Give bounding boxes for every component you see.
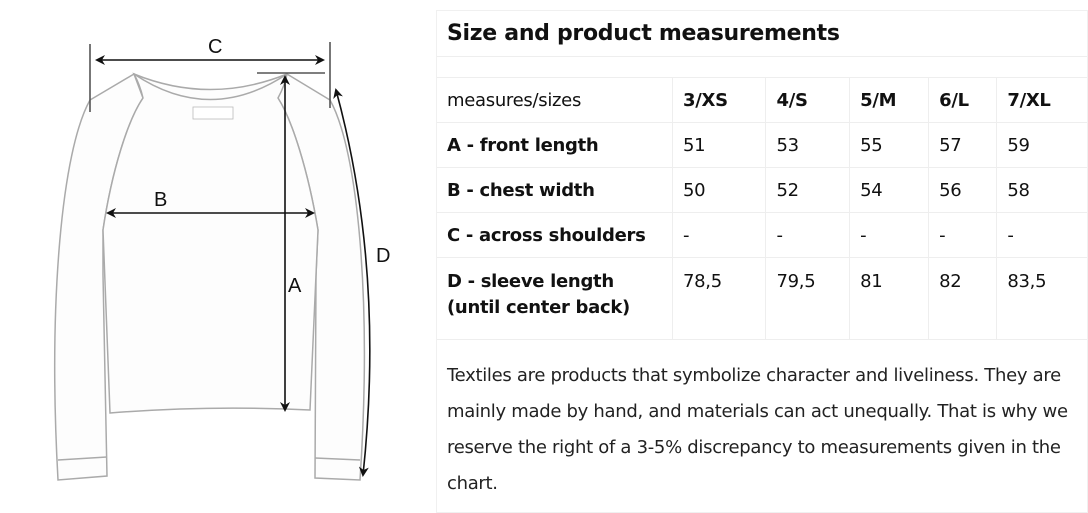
cell: 83,5 (996, 257, 1087, 340)
table-row: A - front length 51 53 55 57 59 (437, 122, 1087, 168)
cell: 56 (928, 167, 997, 213)
cell: 79,5 (765, 257, 850, 340)
table-row: D - sleeve length (until center back) 78,… (437, 257, 1087, 340)
size-header: 3/XS (671, 77, 766, 123)
page-title: Size and product measurements (437, 11, 1087, 57)
label-b: B (154, 189, 167, 211)
spacer-row (437, 57, 1087, 78)
cell: 52 (765, 167, 850, 213)
cell: 55 (849, 122, 929, 168)
row-label: B - chest width (437, 167, 673, 213)
label-a: A (288, 275, 302, 297)
sweater-diagram: C B A D (54, 36, 390, 481)
row-label-line: (until center back) (447, 297, 630, 318)
cell: 81 (849, 257, 929, 340)
arrow-d (333, 88, 371, 477)
cell: 53 (765, 122, 850, 168)
cell: 58 (996, 167, 1087, 213)
cell: - (928, 212, 997, 258)
row-label-line: D - sleeve length (447, 271, 614, 292)
table-header-row: measures/sizes 3/XS 4/S 5/M 6/L 7/XL (437, 77, 1087, 123)
cell: - (849, 212, 929, 258)
label-c: C (208, 36, 222, 58)
size-chart-panel: Size and product measurements measures/s… (436, 10, 1088, 513)
cell: 59 (996, 122, 1087, 168)
size-header: 5/M (849, 77, 929, 123)
table-row: C - across shoulders - - - - - (437, 212, 1087, 258)
label-d: D (376, 245, 390, 267)
cell: 57 (928, 122, 997, 168)
row-label: A - front length (437, 122, 673, 168)
sweater-outline (54, 72, 366, 481)
neck-label (192, 106, 234, 120)
cell: 82 (928, 257, 997, 340)
table-row: B - chest width 50 52 54 56 58 (437, 167, 1087, 213)
cell: 51 (671, 122, 766, 168)
corner-header: measures/sizes (437, 77, 673, 123)
row-label: C - across shoulders (437, 212, 673, 258)
disclaimer-text: Textiles are products that symbolize cha… (447, 365, 1068, 494)
size-header: 6/L (928, 77, 997, 123)
cell: - (765, 212, 850, 258)
row-label: D - sleeve length (until center back) (437, 257, 673, 340)
cell: - (671, 212, 766, 258)
size-header: 7/XL (996, 77, 1087, 123)
cell: 78,5 (671, 257, 766, 340)
size-header: 4/S (765, 77, 850, 123)
cell: 50 (671, 167, 766, 213)
cell: 54 (849, 167, 929, 213)
size-table: measures/sizes 3/XS 4/S 5/M 6/L 7/XL A -… (437, 57, 1087, 340)
cell: - (996, 212, 1087, 258)
